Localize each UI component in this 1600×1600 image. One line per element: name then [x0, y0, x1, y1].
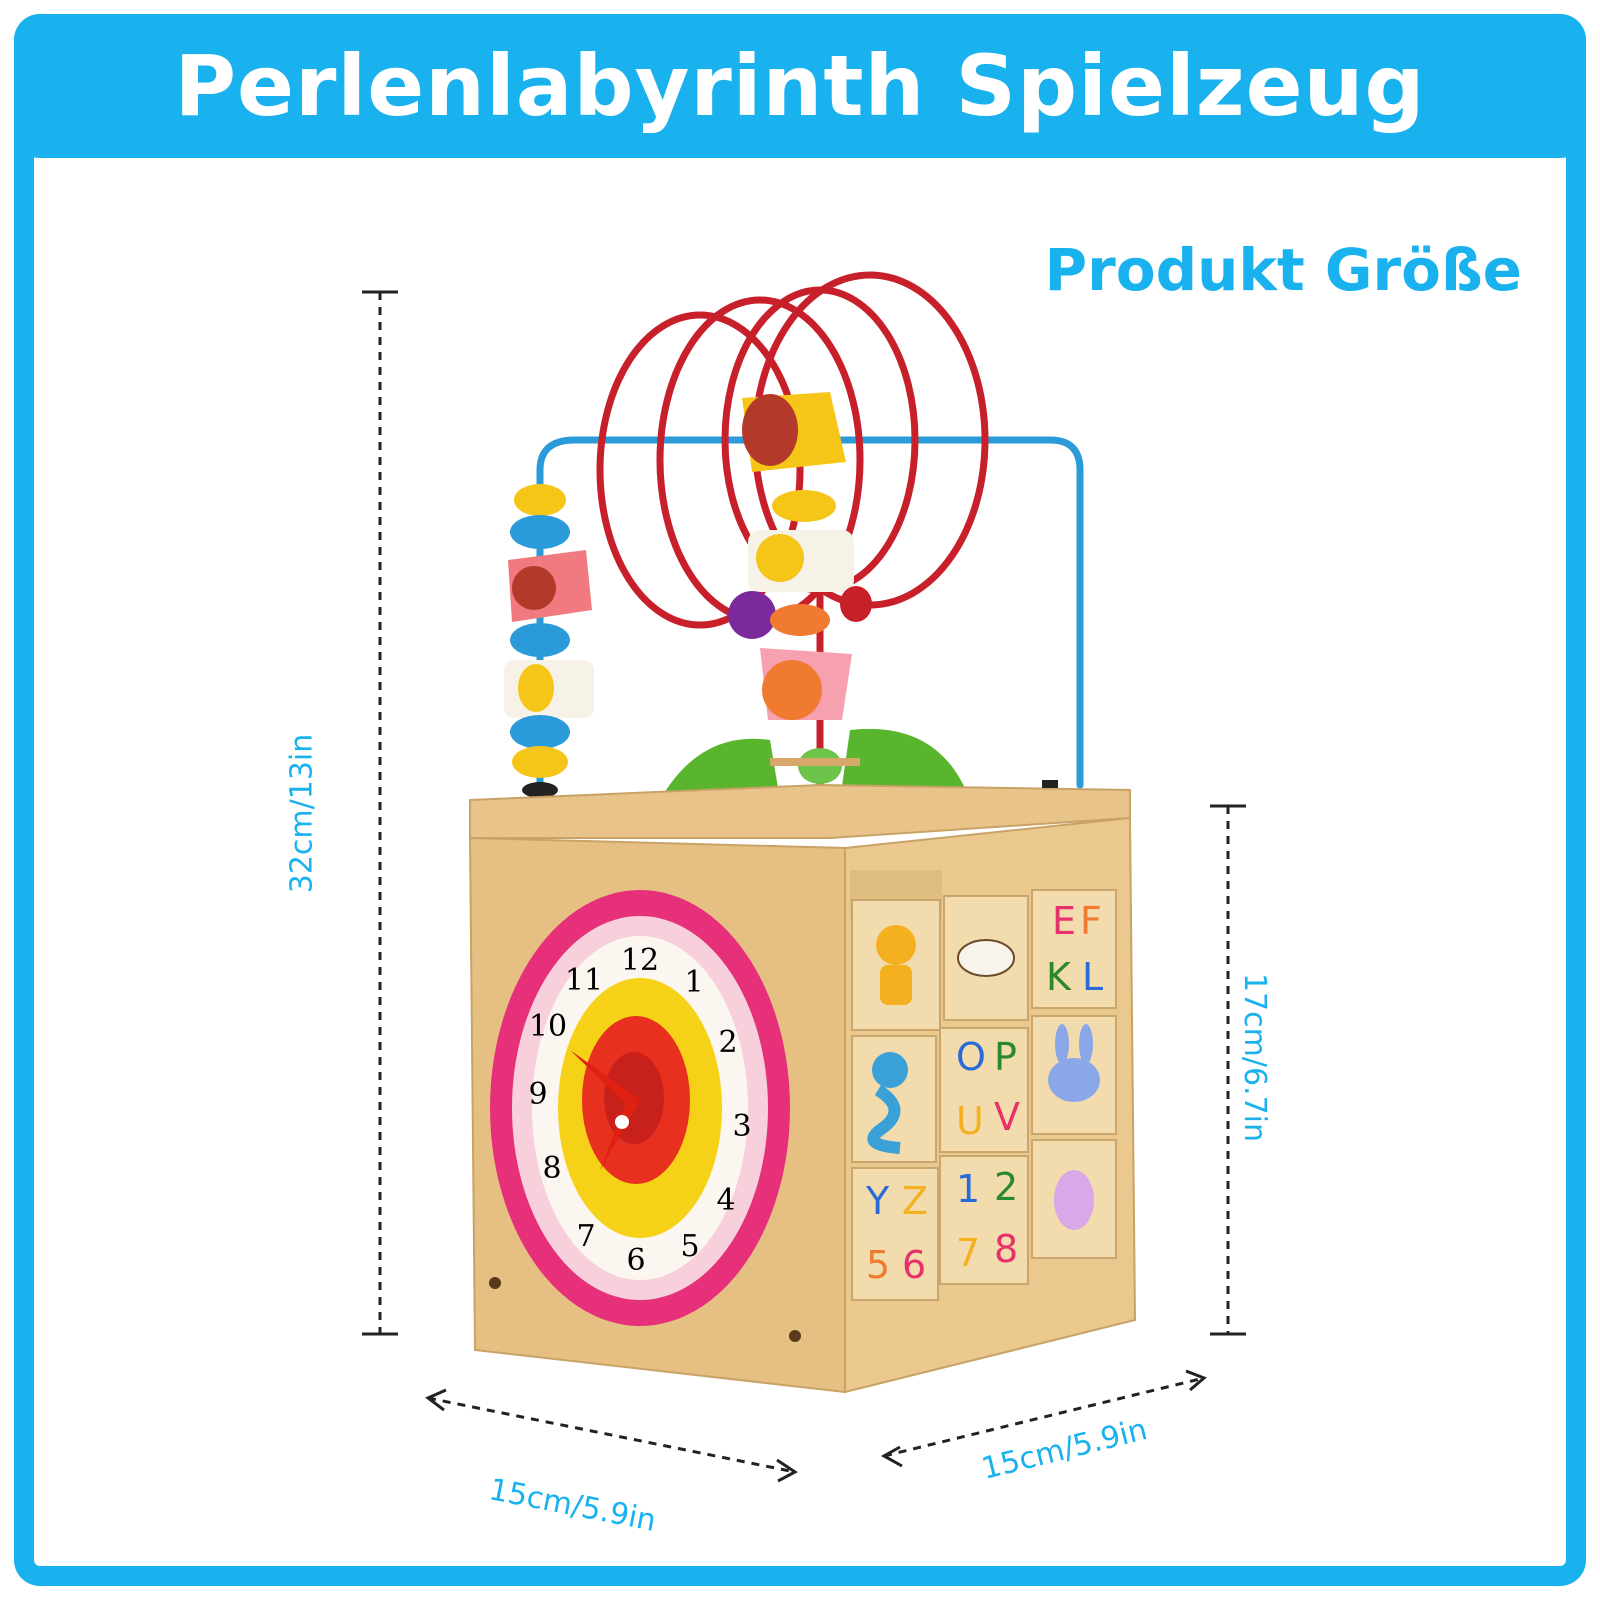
- svg-text:U: U: [956, 1099, 984, 1143]
- block-horse[interactable]: [1031, 1139, 1117, 1259]
- title-banner: Perlenlabyrinth Spielzeug: [14, 14, 1586, 158]
- svg-text:P: P: [994, 1035, 1017, 1079]
- svg-text:L: L: [1082, 955, 1103, 999]
- height-label: 32cm/13in: [284, 733, 320, 894]
- block-letters-efkl[interactable]: [1031, 889, 1117, 1009]
- width-left-dimension-line: [425, 1388, 798, 1483]
- svg-text:O: O: [956, 1035, 986, 1079]
- svg-text:K: K: [1046, 955, 1072, 999]
- block-numbers-1278[interactable]: [939, 1155, 1029, 1285]
- block-rabbit[interactable]: [1031, 1015, 1117, 1135]
- svg-text:Z: Z: [902, 1179, 928, 1223]
- center-beads: [728, 392, 872, 800]
- clock-number-4: 4: [716, 1183, 735, 1218]
- clock-number-12: 12: [621, 943, 659, 978]
- svg-text:7: 7: [956, 1231, 980, 1275]
- svg-text:Y: Y: [865, 1179, 890, 1223]
- svg-text:6: 6: [902, 1243, 926, 1287]
- front-height-dimension-line: [1210, 804, 1246, 1336]
- clock-number-11: 11: [565, 963, 603, 998]
- block-letters-opuv[interactable]: [939, 1027, 1029, 1153]
- clock-number-1: 1: [684, 965, 703, 1000]
- svg-text:5: 5: [866, 1243, 890, 1287]
- clock: 12 1 2 3 4 5 6 7 8 9 10 11: [490, 890, 790, 1326]
- product-size-heading: Produkt Größe: [1044, 236, 1522, 304]
- svg-text:2: 2: [994, 1165, 1018, 1209]
- svg-text:E: E: [1052, 899, 1076, 943]
- page-title: Perlenlabyrinth Spielzeug: [174, 37, 1426, 135]
- block-letters-yz56[interactable]: [851, 1167, 939, 1301]
- width-right-dimension-line: [880, 1369, 1207, 1468]
- front-height-label: 17cm/6.7in: [1237, 972, 1273, 1143]
- clock-number-3: 3: [732, 1109, 751, 1144]
- left-beads: [504, 484, 594, 798]
- svg-text:1: 1: [956, 1167, 980, 1211]
- clock-number-7: 7: [576, 1219, 595, 1254]
- clock-number-9: 9: [528, 1077, 547, 1112]
- svg-text:V: V: [994, 1095, 1020, 1139]
- clock-number-5: 5: [680, 1229, 699, 1264]
- rotating-blocks: E F K L O P U V Y Z 5 6 1 2 7 8: [850, 870, 1117, 1301]
- svg-text:F: F: [1080, 899, 1102, 943]
- clock-number-8: 8: [542, 1151, 561, 1186]
- svg-text:8: 8: [994, 1227, 1018, 1271]
- height-dimension-line: [362, 290, 398, 1336]
- green-semicircle: [660, 728, 970, 800]
- clock-number-10: 10: [529, 1009, 567, 1044]
- clock-number-6: 6: [626, 1243, 645, 1278]
- clock-number-2: 2: [718, 1025, 737, 1060]
